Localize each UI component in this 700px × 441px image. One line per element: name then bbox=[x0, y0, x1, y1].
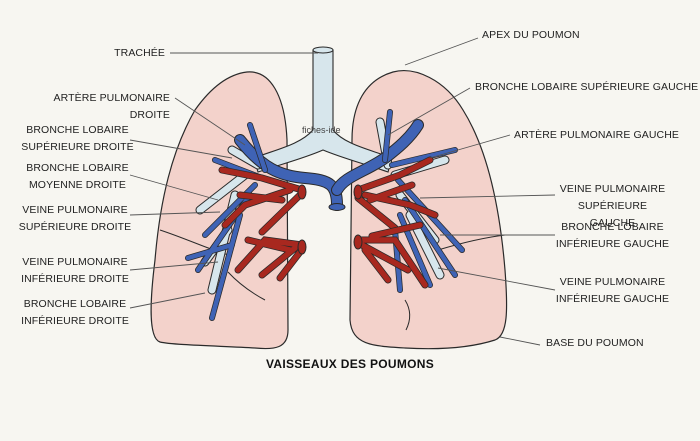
label-left-upper-pulmonary-vein: VEINE PULMONAIRE SUPÉRIEURE GAUCHE bbox=[559, 183, 666, 229]
label-left-upper-lobar-bronchus: BRONCHE LOBAIRE SUPÉRIEURE GAUCHE bbox=[475, 81, 699, 93]
label-base: BASE DU POUMON bbox=[546, 337, 644, 349]
label-left-lower-lobar-bronchus: BRONCHE LOBAIRE INFÉRIEURE GAUCHE bbox=[555, 221, 670, 250]
label-right-pulmonary-artery: ARTÈRE PULMONAIRE DROITE bbox=[53, 92, 170, 121]
label-trachea: TRACHÉE bbox=[114, 47, 165, 59]
label-right-upper-lobar-bronchus: BRONCHE LOBAIRE SUPÉRIEURE DROITE bbox=[21, 124, 134, 153]
leader-lines bbox=[129, 37, 556, 346]
label-apex: APEX DU POUMON bbox=[482, 29, 580, 41]
label-right-lower-pulmonary-vein: VEINE PULMONAIRE INFÉRIEURE DROITE bbox=[21, 256, 129, 285]
trachea bbox=[253, 49, 393, 173]
watermark: fiches-ide bbox=[302, 125, 341, 135]
label-right-upper-pulmonary-vein: VEINE PULMONAIRE SUPÉRIEURE DROITE bbox=[18, 204, 132, 233]
label-right-lower-lobar-bronchus: BRONCHE LOBAIRE INFÉRIEURE DROITE bbox=[21, 298, 129, 327]
label-right-middle-lobar-bronchus: BRONCHE LOBAIRE MOYENNE DROITE bbox=[26, 162, 129, 191]
label-left-pulmonary-artery: ARTÈRE PULMONAIRE GAUCHE bbox=[514, 129, 679, 141]
label-left-lower-pulmonary-vein: VEINE PULMONAIRE INFÉRIEURE GAUCHE bbox=[555, 276, 670, 305]
diagram-title: VAISSEAUX DES POUMONS bbox=[265, 357, 435, 371]
right-lung bbox=[150, 71, 289, 350]
